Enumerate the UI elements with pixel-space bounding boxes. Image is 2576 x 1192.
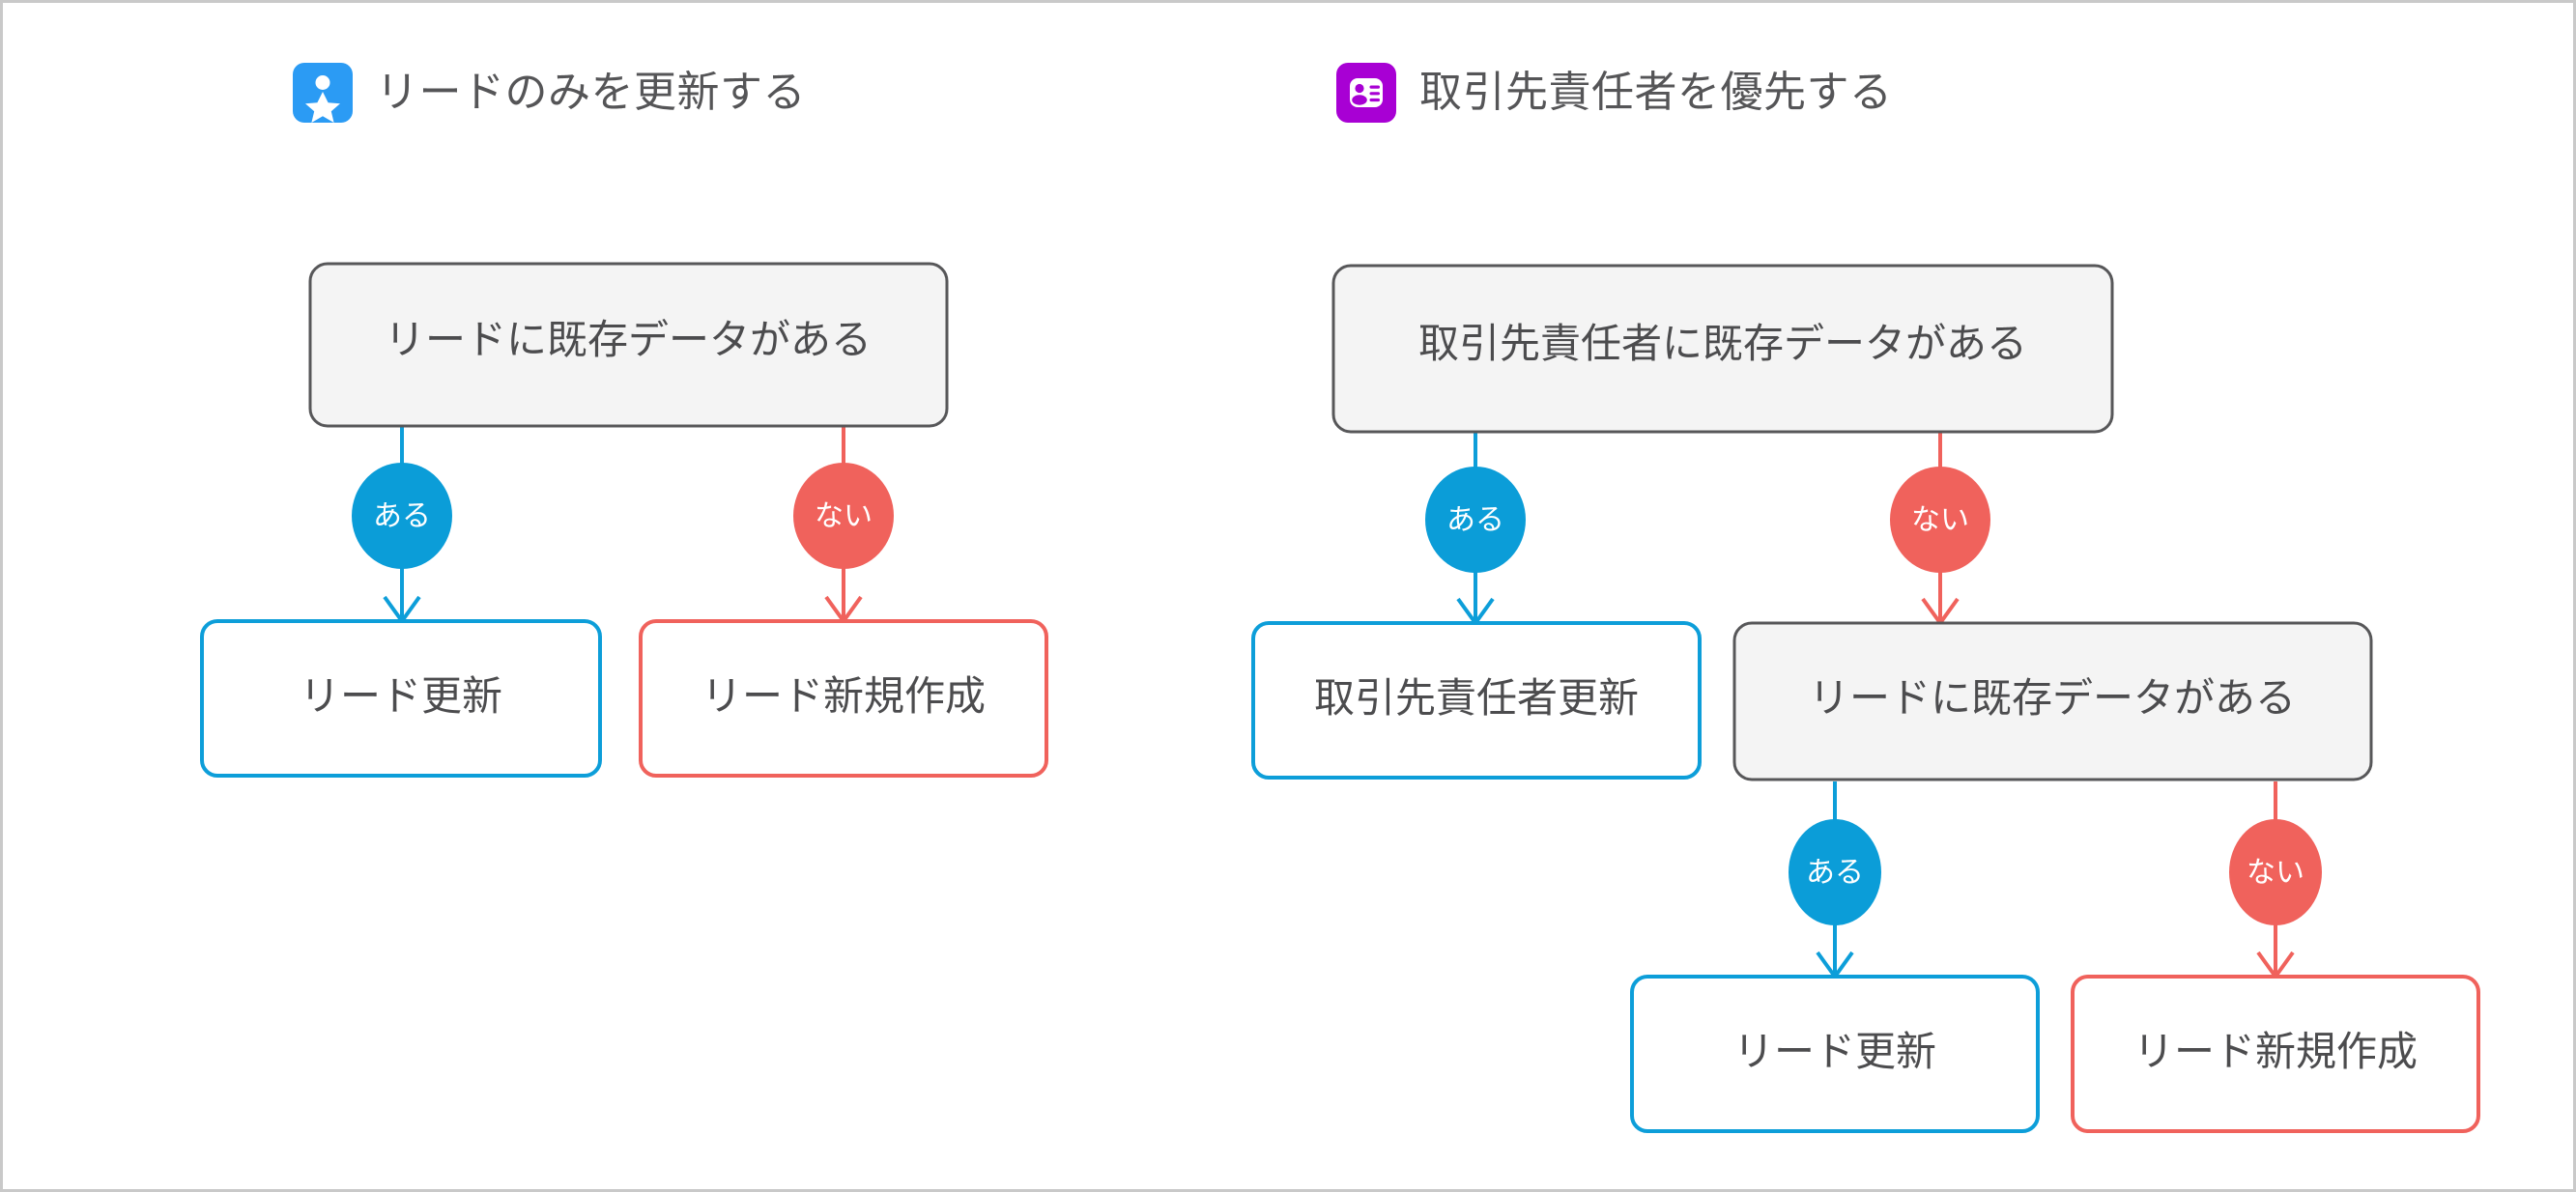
section-header-lead-only: リードのみを更新する	[293, 63, 806, 123]
right-outcome2-yes-box: リード更新	[1630, 975, 2040, 1133]
right-badge-no-label: ない	[1911, 504, 1969, 536]
left-badge-yes-label: ある	[373, 500, 431, 532]
contact-icon	[1336, 63, 1396, 123]
right-decision-1-label: 取引先責任者に既存データがある	[1418, 321, 2027, 366]
left-badge-no: ない	[793, 463, 894, 569]
right-badge2-no-label: ない	[2247, 857, 2304, 889]
left-outcome-no-label: リード新規作成	[701, 673, 986, 719]
right-badge-yes: ある	[1425, 467, 1526, 573]
left-decision-box: リードに既存データがある	[308, 262, 949, 428]
left-outcome-yes-box: リード更新	[200, 619, 602, 778]
left-outcome-yes-label: リード更新	[300, 673, 502, 719]
left-decision-label: リードに既存データがある	[385, 317, 872, 362]
section-title-contact-first: 取引先責任者を優先する	[1419, 69, 1893, 116]
right-decision-2-box: リードに既存データがある	[1732, 621, 2373, 781]
right-badge2-yes: ある	[1789, 819, 1881, 925]
right-decision-1-box: 取引先責任者に既存データがある	[1331, 264, 2114, 434]
right-outcome2-no-label: リード新規作成	[2133, 1029, 2418, 1074]
right-outcome2-no-box: リード新規作成	[2071, 975, 2480, 1133]
left-outcome-no-box: リード新規作成	[639, 619, 1048, 778]
section-title-lead-only: リードのみを更新する	[376, 69, 806, 116]
right-decision-2-label: リードに既存データがある	[1809, 675, 2296, 721]
right-badge2-no: ない	[2229, 819, 2322, 925]
right-badge2-yes-label: ある	[1806, 857, 1864, 889]
right-badge-no: ない	[1890, 467, 1990, 573]
right-outcome-contact-label: 取引先責任者更新	[1314, 675, 1639, 721]
right-outcome2-yes-label: リード更新	[1733, 1029, 1936, 1074]
right-badge-yes-label: ある	[1446, 504, 1504, 536]
lead-icon	[293, 63, 353, 123]
section-header-contact-first: 取引先責任者を優先する	[1336, 63, 1893, 123]
left-badge-no-label: ない	[815, 500, 873, 532]
left-badge-yes: ある	[352, 463, 452, 569]
flow-diagram: リードに既存データがある ある ない リード更新 リード新規作成	[200, 262, 2480, 1133]
right-outcome-contact-box: 取引先責任者更新	[1251, 621, 1702, 780]
